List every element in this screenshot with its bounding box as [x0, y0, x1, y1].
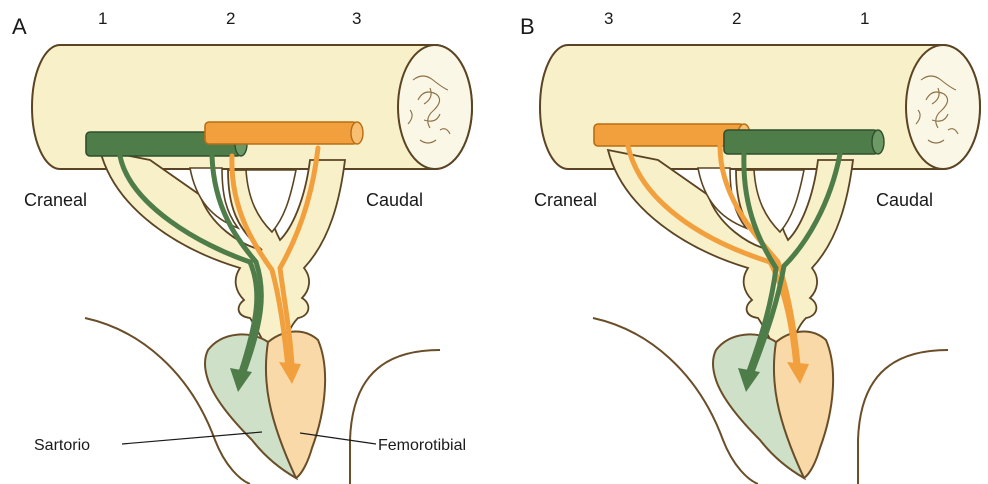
panel-a: A 1 2 3 Craneal Caudal Sartorio Femoroti… [12, 9, 472, 484]
orange-nerve-root [205, 122, 363, 144]
femorotibial-label: Femorotibial [378, 437, 466, 454]
sartorius-label: Sartorio [34, 437, 90, 454]
green-nerve-root [724, 130, 884, 154]
cranial-label: Craneal [24, 190, 87, 210]
segment-number: 2 [732, 9, 741, 28]
caudal-label: Caudal [366, 190, 423, 210]
panel-b: B 3 2 1 Craneal Caudal [520, 9, 980, 484]
segment-number: 3 [604, 9, 613, 28]
sartorius-leader-line [122, 432, 262, 444]
caudal-label: Caudal [876, 190, 933, 210]
segment-number: 1 [98, 9, 107, 28]
segment-number: 1 [860, 9, 869, 28]
panel-letter: B [520, 14, 535, 39]
cranial-label: Craneal [534, 190, 597, 210]
panel-letter: A [12, 14, 27, 39]
segment-number: 3 [352, 9, 361, 28]
segment-number: 2 [226, 9, 235, 28]
